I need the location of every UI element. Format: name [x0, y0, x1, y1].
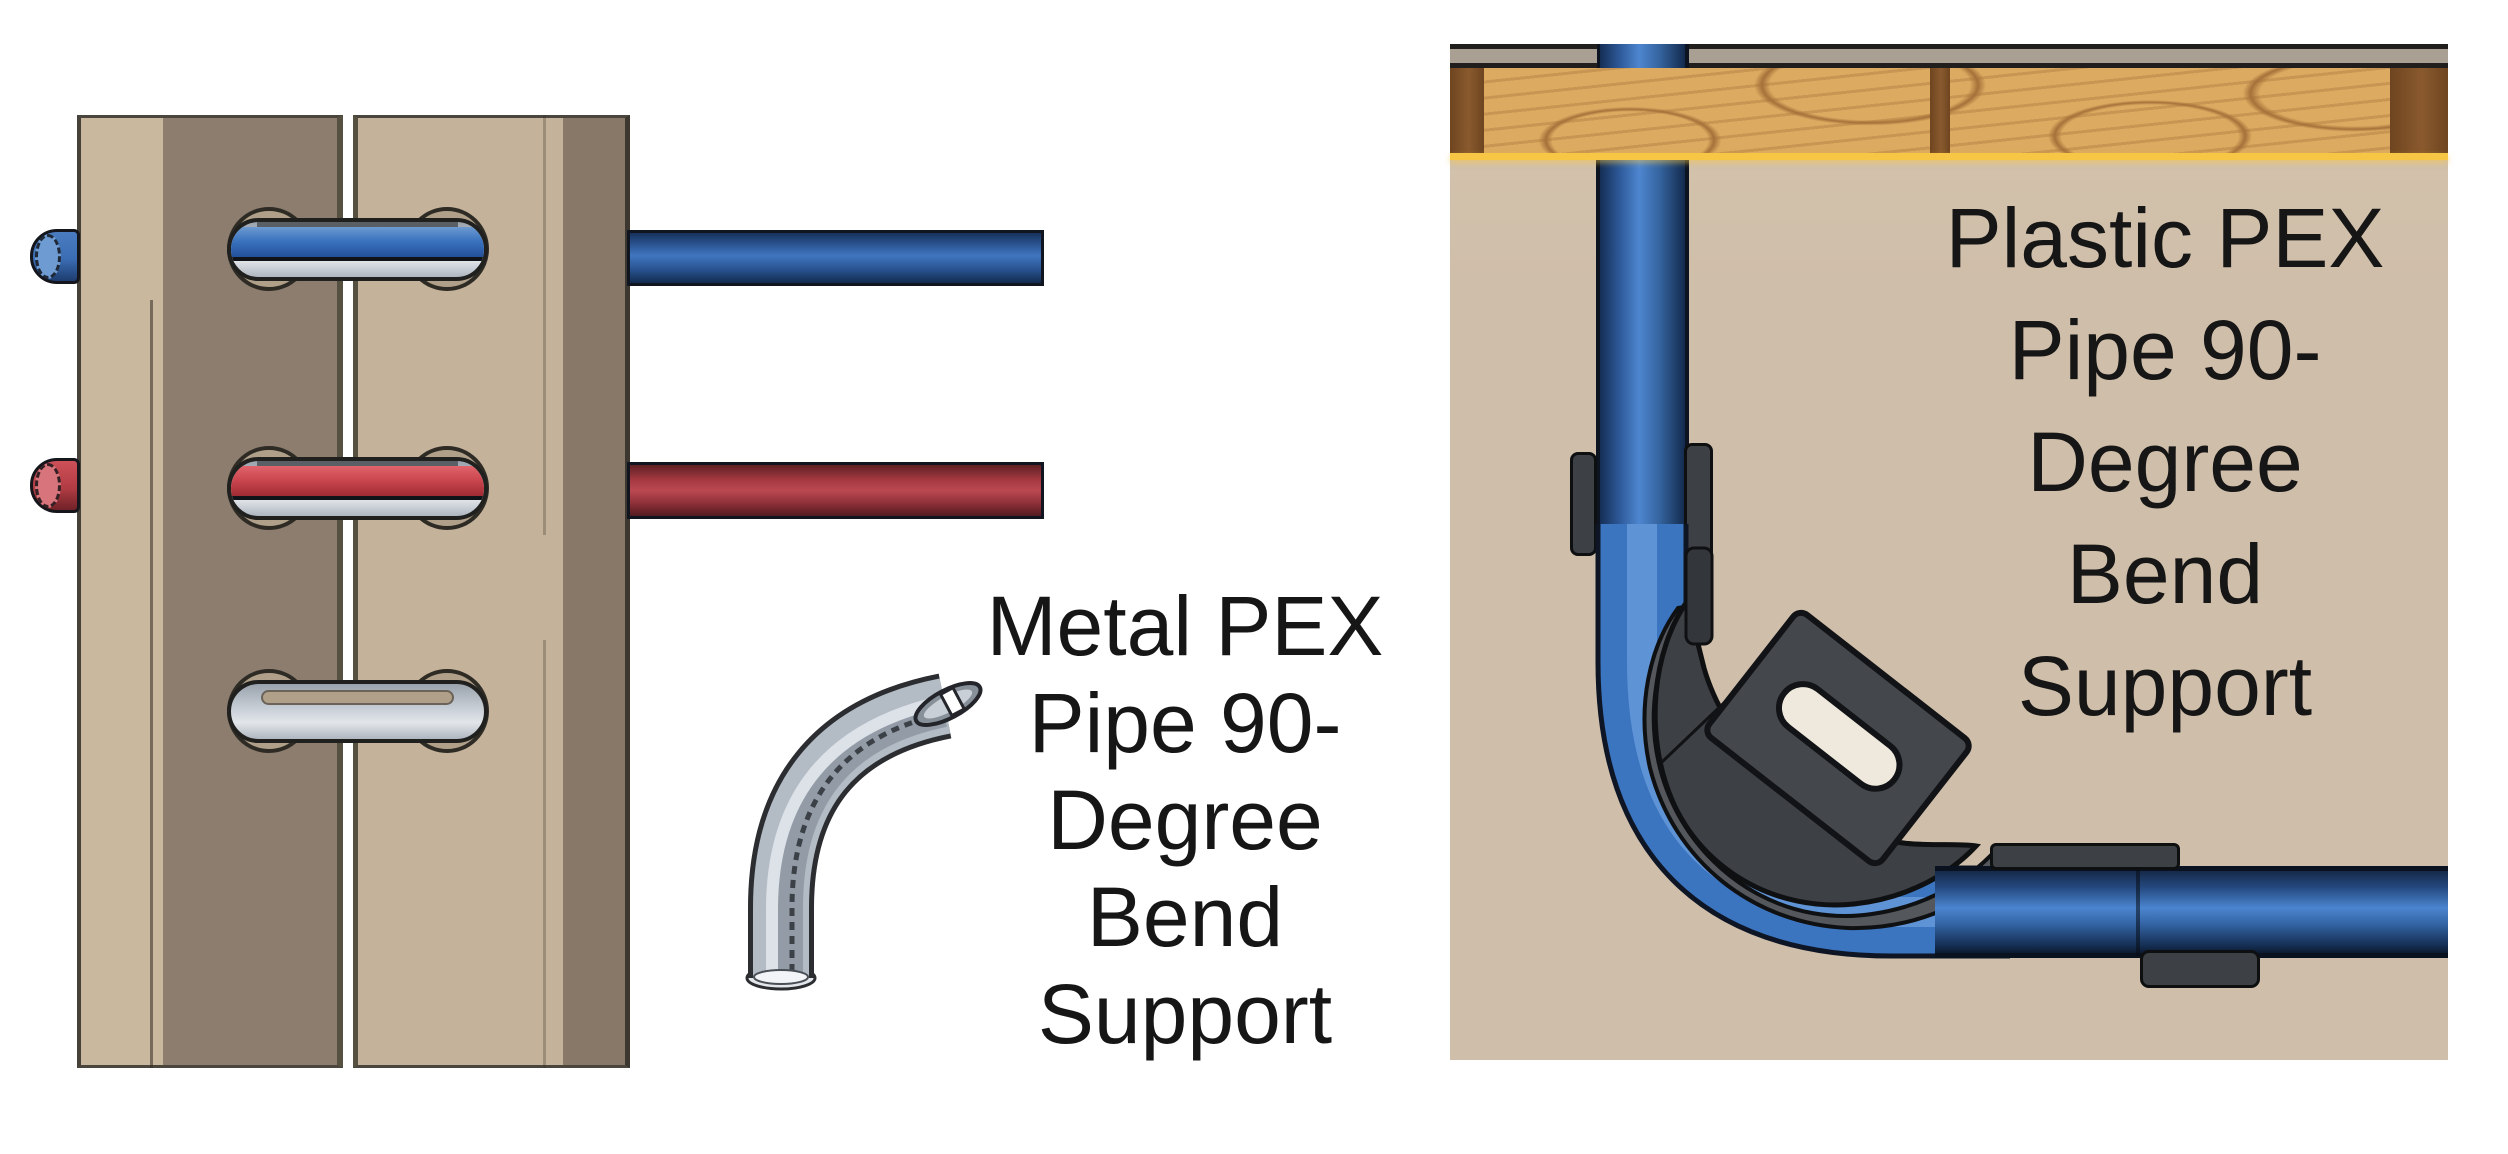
sleeve-rim [257, 222, 458, 231]
label-line: Bend [1086, 870, 1284, 964]
cold-pipe-right-run [627, 230, 1044, 286]
tab-slot [1775, 681, 1903, 792]
cold-pipe-sleeve [227, 218, 488, 281]
label-line: Bend [2066, 527, 2264, 621]
label-line: Degree [2027, 415, 2303, 509]
wood-plank-divider [2390, 68, 2448, 153]
hot-pipe-through-sleeve [231, 466, 484, 500]
label-line: Degree [1047, 773, 1323, 867]
label-line: Metal PEX [986, 579, 1384, 673]
wood-plank-divider [1930, 68, 1950, 153]
floor-plate-right [1689, 49, 2448, 63]
label-line: Support [1037, 967, 1333, 1061]
floor-top-line-left [1450, 44, 1597, 49]
metal-support-label: Metal PEX Pipe 90- Degree Bend Support [935, 578, 1435, 1063]
elbow-bottom-rim [753, 969, 809, 985]
label-line: Pipe 90- [2008, 303, 2322, 397]
cold-pipe-left-stub [30, 229, 80, 284]
sleeve-open-top [261, 690, 454, 705]
cold-pipe-through-sleeve [231, 227, 484, 261]
pipe-clip-bottom [2140, 950, 2260, 988]
empty-pipe-sleeve [227, 680, 488, 743]
label-line: Pipe 90- [1028, 676, 1342, 770]
floor-plate-underline-right [1689, 63, 2448, 68]
hot-pipe-right-run [627, 462, 1044, 519]
yellow-underlayment-strip [1450, 153, 2448, 160]
pipe-clip-left [1570, 452, 1597, 556]
pipe-end-cap [35, 463, 61, 508]
pipe-end-cap [35, 234, 61, 279]
stud-edge-line [543, 640, 546, 1068]
support-edge-strip [1684, 546, 1714, 646]
elbow-mouth [913, 681, 983, 727]
metal-support-diagram: Metal PEX Pipe 90- Degree Bend Support [30, 115, 1435, 1068]
plastic-support-label: Plastic PEX Pipe 90- Degree Bend Support [1905, 182, 2425, 742]
sleeve-rim [257, 461, 458, 470]
label-line: Support [2017, 639, 2313, 733]
elbow-channel-edge [789, 711, 943, 972]
stud-edge-line [150, 300, 153, 1068]
stud-left-edge-board [77, 115, 163, 1068]
elbow-shade [773, 697, 948, 976]
floor-top-line-right [1689, 44, 2448, 49]
pipe-joint-line [2136, 868, 2140, 956]
hot-pipe-sleeve [227, 457, 488, 520]
stud-right-edge-board [563, 115, 630, 1068]
hot-pipe-left-stub [30, 458, 80, 513]
elbow-highlight [766, 696, 942, 974]
stud-edge-line [543, 115, 546, 535]
plastic-bend-support [1595, 524, 2015, 959]
cold-pipe-horizontal [1935, 866, 2448, 958]
floor-plate-underline-left [1450, 63, 1597, 68]
label-line: Plastic PEX [1945, 191, 2385, 285]
plastic-support-diagram: Plastic PEX Pipe 90- Degree Bend Support [1450, 44, 2448, 1060]
pipe-strap-top [1990, 843, 2180, 870]
floor-plate-left [1450, 49, 1597, 63]
metal-elbow-illustration [745, 673, 983, 991]
wood-plank-divider [1450, 68, 1484, 153]
